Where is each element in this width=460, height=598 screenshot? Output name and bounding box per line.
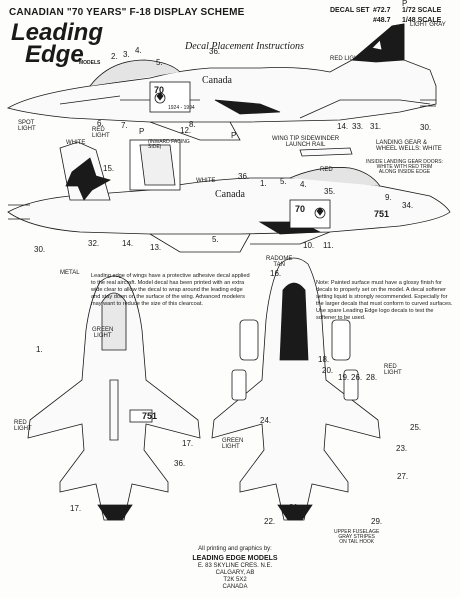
red-light-bottom-label: RED LIGHT	[14, 420, 32, 432]
callout-21: 21.	[289, 503, 301, 512]
gear-doors-note: INSIDE LANDING GEAR DOORS: WHITE WITH RE…	[366, 159, 443, 175]
callout-p-mid: P	[139, 127, 145, 136]
callout-4: 4.	[135, 46, 142, 55]
scale-48-text: 1/48 SCALE	[402, 17, 442, 24]
callout-25: 25.	[410, 423, 422, 432]
callout-4-mid: 4.	[300, 180, 307, 189]
callout-31: 31.	[370, 122, 382, 131]
leading-edge-logo: Leading Edge MODELS	[11, 19, 104, 68]
anniversary-line: 1924 - 1994	[168, 105, 195, 111]
callout-17-right: 17.	[182, 439, 194, 448]
scale-72-text: 1/72 SCALE	[402, 7, 442, 14]
callout-30: 30.	[420, 123, 432, 132]
callout-1: 1.	[260, 179, 267, 188]
side-profile-middle	[7, 139, 451, 253]
callout-20: 20.	[322, 366, 334, 375]
callout-5: 5.	[156, 58, 163, 67]
subtitle: Decal Placement Instructions	[185, 41, 304, 52]
callout-22: 22.	[264, 517, 276, 526]
callout-5-mid: 5.	[280, 177, 287, 186]
logo-line1: Leading	[11, 19, 104, 46]
callout-8: 8.	[189, 120, 196, 129]
callout-14: 14.	[337, 122, 349, 131]
upper-fuselage-note: UPPER FUSELAGE GRAY STRIPES ON TAIL HOOK	[334, 529, 380, 545]
street-address: E. 83 SKYLINE CRES. N.E.	[197, 563, 273, 569]
fuselage-number: 70	[154, 85, 165, 95]
landing-gear-note: LANDING GEAR & WHEEL WELLS: WHITE	[376, 140, 442, 152]
callout-2: 2.	[111, 52, 118, 61]
callout-35: 35.	[324, 187, 336, 196]
red-light-right-label: RED LIGHT	[384, 364, 402, 376]
callout-23: 23.	[396, 444, 408, 453]
green-light-right-label: GREEN LIGHT	[222, 438, 244, 450]
inward-facing-label: (INWARD FACING SIDE)	[148, 139, 190, 150]
callout-27: 27.	[397, 472, 409, 481]
fuselage-number-mid: 70	[295, 204, 306, 214]
side-profile-upper	[6, 23, 437, 141]
callout-26: 26.	[351, 373, 363, 382]
callout-29: 29.	[371, 517, 383, 526]
footer-address-block: All printing and graphics by: LEADING ED…	[185, 546, 285, 591]
red-label: RED	[320, 167, 333, 173]
callout-36-plan: 36.	[174, 459, 186, 468]
callout-12: 12.	[180, 126, 192, 135]
city: CALGARY, AB	[215, 570, 255, 576]
plan-view-upper	[27, 275, 201, 521]
callout-18: 18.	[318, 355, 330, 364]
white-label: WHITE	[66, 140, 86, 146]
red-light-label: RED LIGHT	[330, 56, 363, 62]
scale-48-code: #48.7	[373, 17, 391, 24]
callout-36-mid: 36.	[238, 172, 250, 181]
page-title: CANADIAN "70 YEARS" F-18 DISPLAY SCHEME	[9, 7, 245, 18]
postal-code: T2K 5X2	[223, 577, 247, 583]
canada-wordmark-mid: Canada	[215, 189, 245, 200]
callout-32: 32.	[88, 239, 100, 248]
country: CANADA	[222, 584, 248, 590]
callout-13: 13.	[150, 243, 162, 252]
callout-p-top: P	[402, 0, 408, 8]
callout-14-mid: 14.	[122, 239, 134, 248]
callout-34: 34.	[402, 201, 414, 210]
callout-6: 6.	[97, 119, 104, 128]
canada-wordmark: Canada	[202, 75, 232, 86]
callout-p-right: P	[231, 131, 237, 140]
green-light-label: GREEN LIGHT	[92, 327, 114, 339]
painted-surface-note: Note: Painted surface must have a glossy…	[316, 280, 453, 321]
leading-edge-note: Leading edge of wings have a protective …	[91, 273, 250, 307]
callout-11: 11.	[323, 241, 334, 250]
spot-light-label: SPOT LIGHT	[18, 120, 36, 132]
plan-view-lower	[211, 257, 381, 521]
callout-7: 7.	[121, 121, 128, 130]
callout-17-left: 17.	[70, 504, 82, 513]
callout-28-top: 28.	[366, 373, 378, 382]
logo-line2: Edge	[25, 41, 84, 68]
callout-16: 16.	[270, 269, 282, 278]
company-name: LEADING EDGE MODELS	[192, 555, 278, 562]
callout-30-mid: 30.	[34, 245, 46, 254]
light-gray-label: LIGHT GRAY	[410, 22, 446, 28]
callout-15: 15.	[103, 164, 115, 173]
metal-label: METAL	[60, 270, 80, 276]
callout-33: 33.	[352, 122, 364, 131]
wing-tip-note: WING TIP SIDEWINDER LAUNCH RAIL	[272, 136, 340, 148]
scale-72-code: #72.7	[373, 7, 391, 14]
callout-3: 3.	[123, 50, 130, 59]
callout-10: 10.	[303, 241, 315, 250]
callout-9: 9.	[385, 193, 392, 202]
callout-19: 19.	[338, 373, 350, 382]
tail-number-mid: 751	[374, 209, 390, 219]
decal-set-label: DECAL SET	[330, 7, 370, 14]
callout-36: 36.	[209, 47, 221, 56]
red-light-mid-label: RED LIGHT	[92, 127, 110, 139]
callout-5-low: 5.	[212, 235, 219, 244]
tail-number-plan: 751	[142, 411, 158, 421]
white2-label: WHITE	[196, 178, 216, 184]
logo-models: MODELS	[79, 60, 101, 66]
callout-1-plan: 1.	[36, 345, 43, 354]
radome-tan-label: RADOME TAN	[266, 256, 293, 268]
callout-24: 24.	[260, 416, 272, 425]
printing-credit: All printing and graphics by:	[198, 546, 272, 552]
